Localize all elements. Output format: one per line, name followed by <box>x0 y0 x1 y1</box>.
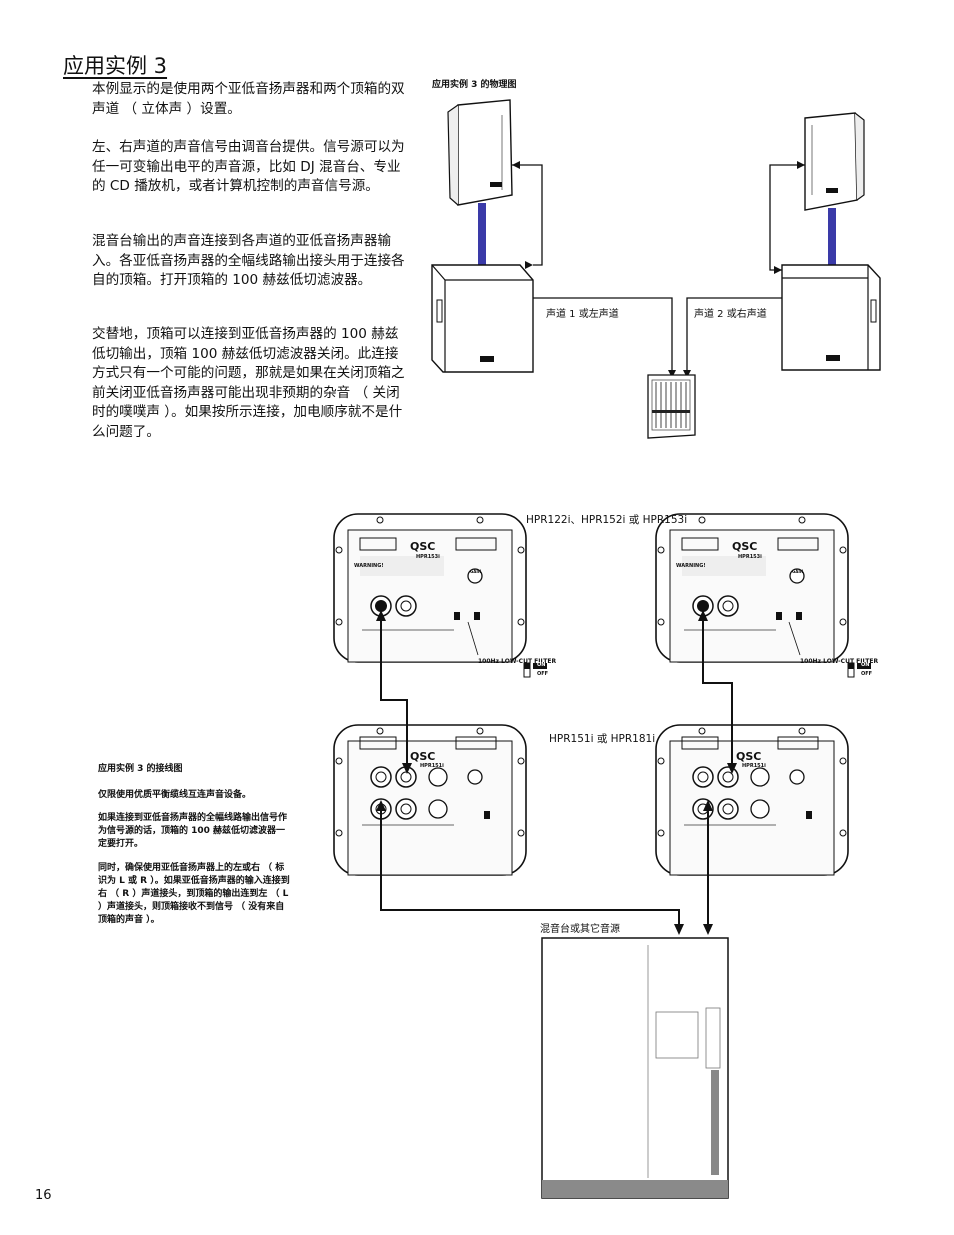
right-subwoofer-icon <box>781 264 881 371</box>
left-on-label: ON <box>537 662 546 668</box>
signal-paragraph: 左、右声道的声音信号由调音台提供。信号源可以为任一可变输出电平的声音源，比如 D… <box>92 139 405 194</box>
right-top-model-tag: HPR153i <box>738 554 762 560</box>
left-bottom-panel-icon <box>333 724 527 876</box>
left-pole-icon <box>478 203 486 265</box>
right-bottom-panel-icon <box>655 724 849 876</box>
mixer-label: 混音台或其它音源 <box>540 924 620 935</box>
notes-line-2: 如果连接到亚低音扬声器的全幅线路输出信号作为信号源的话，顶箱的 100 赫兹低切… <box>98 813 288 849</box>
bottom-model-label: HPR151i 或 HPR181i <box>549 733 656 745</box>
right-warning-text: WARNING! <box>676 563 706 569</box>
top-model-label: HPR122i、HPR152i 或 HPR153i <box>526 514 688 526</box>
page-title: 应用实例 3 <box>63 54 168 78</box>
right-gain-text: GAIN <box>792 569 804 574</box>
left-gain-text: GAIN <box>470 569 482 574</box>
left-top-model-tag: HPR153i <box>416 554 440 560</box>
left-subwoofer-icon <box>431 264 534 373</box>
left-top-panel-icon <box>333 513 527 663</box>
right-channel-label: 声道 2 或右声道 <box>694 309 767 320</box>
intro-paragraph: 本例显示的是使用两个亚低音扬声器和两个顶箱的双声道 （ 立体声 ）设置。 <box>92 81 405 117</box>
right-top-brand-logo: QSC <box>732 540 758 553</box>
alternative-paragraph: 交替地，顶箱可以连接到亚低音扬声器的 100 赫兹低切输出，顶箱 100 赫兹低… <box>92 326 405 440</box>
physical-diagram-caption: 应用实例 3 的物理图 <box>432 80 517 90</box>
left-off-label: OFF <box>537 671 549 677</box>
left-top-brand-logo: QSC <box>410 540 436 553</box>
right-top-speaker-icon <box>804 112 865 211</box>
right-top-panel-icon <box>655 513 849 663</box>
right-filter-label: 100Hz LOW-CUT FILTER <box>800 658 879 665</box>
right-off-label: OFF <box>861 671 873 677</box>
notes-heading: 应用实例 3 的接线图 <box>98 764 183 774</box>
left-bottom-brand-logo: QSC <box>410 750 436 763</box>
left-bottom-model-tag: HPR151i <box>420 763 444 769</box>
right-bottom-brand-logo: QSC <box>736 750 762 763</box>
notes-line-1: 仅限使用优质平衡缆线互连声音设备。 <box>98 790 252 800</box>
left-filter-label: 100Hz LOW-CUT FILTER <box>478 658 557 665</box>
left-channel-label: 声道 1 或左声道 <box>546 309 619 320</box>
page-number: 16 <box>35 1188 52 1203</box>
right-on-label: ON <box>861 662 870 668</box>
right-pole-icon <box>828 208 836 266</box>
small-mixer-icon <box>647 374 696 439</box>
right-bottom-model-tag: HPR151i <box>742 763 766 769</box>
left-warning-text: WARNING! <box>354 563 384 569</box>
left-top-speaker-icon <box>447 99 513 206</box>
subwoofer-paragraph: 混音台输出的声音连接到各声道的亚低音扬声器输入。各亚低音扬声器的全幅线路输出接头… <box>92 233 405 288</box>
mixer-console-icon <box>541 937 729 1199</box>
notes-line-3: 同时，确保使用亚低音扬声器上的左或右 （ 标识为 L 或 R ）。如果亚低音扬声… <box>98 863 290 925</box>
